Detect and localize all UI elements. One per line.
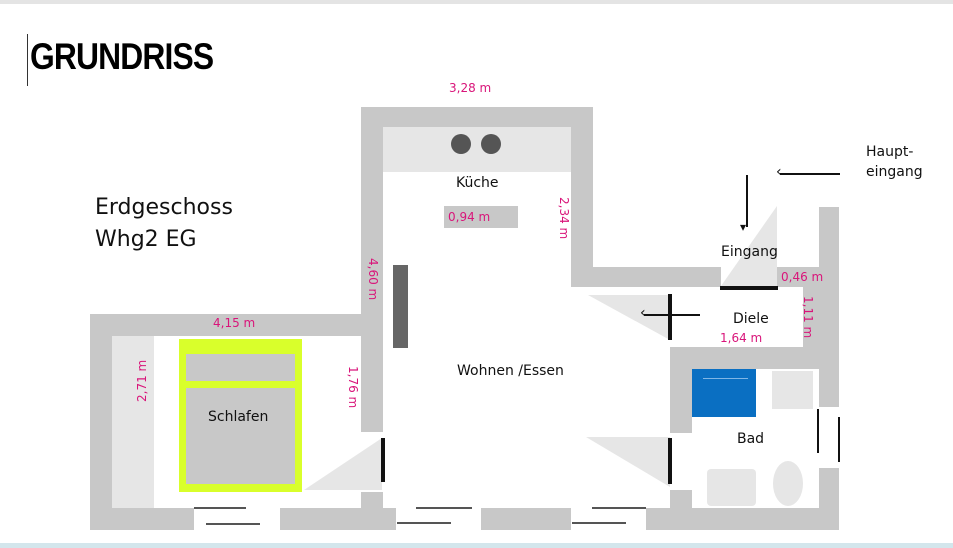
toilet (773, 461, 803, 506)
bed-pillow (186, 354, 295, 381)
hall-top-wall (571, 267, 721, 287)
room-label-entry: Eingang (721, 244, 778, 260)
dim-kitchen-right-wall: 2,34 m (557, 197, 571, 240)
main-entrance-label-1: Haupt- (866, 144, 914, 160)
bath-top-wall (670, 347, 839, 369)
kitchen-counter-top (383, 127, 571, 172)
bed-mattress (186, 388, 295, 484)
window-line (206, 523, 260, 525)
door-swing-hall (588, 295, 670, 340)
sink (707, 469, 756, 506)
text-cursor (27, 34, 28, 86)
arrow-left-head: ‹ (776, 164, 782, 180)
shower-tray (772, 371, 813, 409)
bath-right-wall-bottom (819, 468, 839, 530)
window-line (592, 507, 646, 509)
bathtub (692, 369, 756, 417)
window-line (194, 507, 246, 509)
room-label-bath: Bad (737, 431, 765, 447)
bath-right-wall-top (819, 347, 839, 407)
entry-side-wall (777, 267, 819, 287)
dim-hall-height: 1,11 m (801, 296, 815, 339)
room-label-living: Wohnen /Essen (457, 363, 564, 379)
kitchen-island (444, 206, 518, 228)
arrow-left-icon (644, 314, 700, 316)
bedroom-bottom-wall-left (90, 508, 194, 530)
dim-bedroom-height: 2,71 m (135, 359, 149, 402)
window-line (397, 522, 451, 524)
wall-stub (361, 492, 383, 512)
dim-kitchen-counter: 0,94 m (448, 210, 491, 224)
arrow-down-icon (746, 175, 748, 227)
dim-hall-width: 1,64 m (720, 331, 763, 345)
bedroom-top-wall (90, 314, 383, 336)
stove-burner-icon (451, 134, 471, 154)
dim-bedroom-width: 4,15 m (213, 316, 256, 330)
wardrobe (112, 336, 154, 508)
sideboard (393, 265, 408, 348)
kitchen-right-wall (571, 127, 593, 287)
door-bath (668, 438, 672, 484)
dim-entry-width: 0,46 m (781, 270, 824, 284)
floor-name: Erdgeschoss (95, 195, 233, 220)
door-entry (720, 286, 778, 290)
bathtub-line (703, 378, 748, 379)
arrow-down-head: ▾ (740, 220, 747, 234)
dim-living-left-wall: 4,60 m (366, 258, 380, 301)
room-label-hall: Diele (733, 311, 769, 327)
apartment-name: Whg2 EG (95, 227, 197, 252)
page-title: GRUNDRISS (30, 36, 214, 77)
bottom-wall-mid (280, 508, 396, 530)
main-entrance-label-2: eingang (866, 164, 923, 180)
bottom-wall-right (646, 508, 839, 530)
bath-window-inner (817, 409, 819, 453)
window-line (416, 507, 472, 509)
room-label-bedroom: Schlafen (208, 409, 269, 425)
wall-stub-right (670, 490, 692, 510)
room-label-kitchen: Küche (456, 175, 499, 191)
stove-burner-icon (481, 134, 501, 154)
living-left-wall (361, 127, 383, 432)
window-line (572, 522, 626, 524)
bedroom-left-wall (90, 314, 112, 530)
door-swing-bedroom (304, 438, 382, 490)
top-border (0, 0, 953, 4)
bottom-wall-center (481, 508, 571, 530)
dim-kitchen-width: 3,28 m (449, 81, 492, 95)
door-bedroom (381, 438, 385, 482)
dim-bedroom-right-wall: 1,76 m (346, 366, 360, 409)
bottom-border (0, 543, 953, 548)
arrow-left-head: ‹ (640, 305, 646, 321)
bath-left-wall (670, 347, 692, 433)
arrow-left-icon (780, 173, 840, 175)
hall-right-wall (803, 287, 819, 347)
door-swing-bath (586, 437, 670, 487)
door-hall (668, 294, 672, 340)
bath-window-outer (838, 417, 840, 462)
door-swing-entry (721, 206, 777, 286)
